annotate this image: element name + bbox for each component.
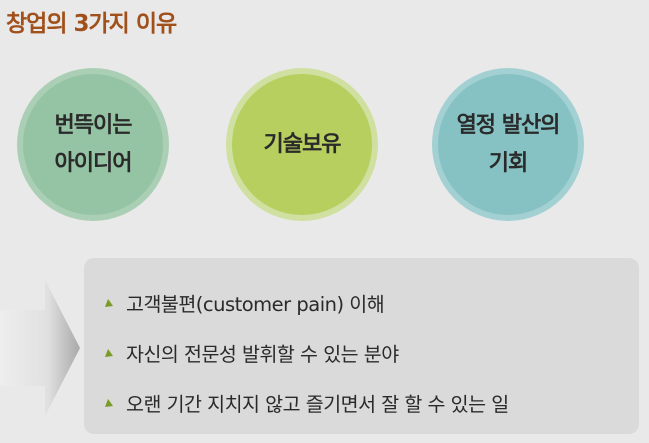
reason-text: 자신의 전문성 발휘할 수 있는 분야 [126, 343, 399, 366]
list-item: 자신의 전문성 발휘할 수 있는 분야 [104, 338, 399, 367]
reason-text: 오랜 기간 지치지 않고 즐기면서 잘 할 수 있는 일 [126, 393, 509, 416]
leaf-bullet-icon [105, 298, 113, 307]
reason-text: 고객불편(customer pain) 이해 [126, 293, 385, 316]
circle-label: 기술보유 [263, 131, 342, 157]
circle-label: 번뜩이는 [54, 112, 133, 138]
list-item: 오랜 기간 지치지 않고 즐기면서 잘 할 수 있는 일 [104, 388, 509, 417]
circle-label: 아이디어 [54, 150, 133, 176]
circle-label: 열정 발산의 [456, 112, 561, 138]
leaf-bullet-icon [105, 398, 113, 407]
circle-technology: 기술보유 [226, 68, 378, 221]
page-title: 창업의 3가지 이유 [6, 11, 177, 37]
arrow-icon [0, 280, 80, 416]
reasons-box: 고객불편(customer pain) 이해 자신의 전문성 발휘할 수 있는 … [84, 258, 639, 434]
circle-label: 기회 [488, 150, 528, 176]
list-item: 고객불편(customer pain) 이해 [104, 288, 385, 317]
leaf-bullet-icon [105, 348, 113, 357]
